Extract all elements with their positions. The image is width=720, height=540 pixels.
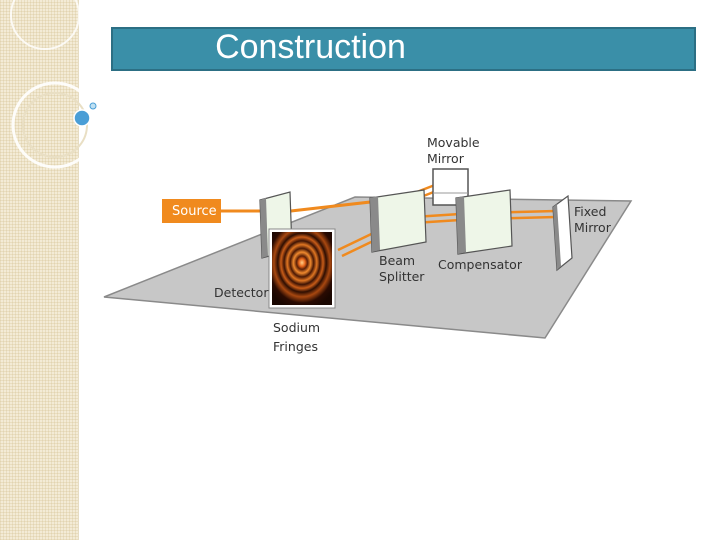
beam-splitter-label-line2: Splitter [379,269,425,284]
title-bar: Construction [111,27,696,71]
source-box [162,199,221,223]
source-label: Source [172,204,217,219]
decorative-bubble-small [89,102,97,110]
fixed-mirror-label-line2: Mirror [574,220,612,235]
movable-mirror-label-line2: Mirror [427,151,465,166]
compensator [455,189,513,255]
beam-splitter [369,189,427,253]
detector-label: Detector [214,285,269,300]
beam-splitter-label-line1: Beam [379,253,415,268]
compensator-label: Compensator [438,257,523,272]
sodium-fringes-label-line1: Sodium [273,320,320,335]
movable-mirror [432,168,469,206]
slide-title: Construction [215,28,406,66]
decorative-side-band [0,0,79,540]
sodium-fringes-label-line2: Fringes [273,339,318,354]
fixed-mirror-label-line1: Fixed [574,204,606,219]
fixed-mirror [552,194,573,272]
movable-mirror-label-line1: Movable [427,135,480,150]
decorative-bubble-large [73,109,91,127]
detector-screen [268,228,336,309]
decorative-circles [10,0,99,169]
